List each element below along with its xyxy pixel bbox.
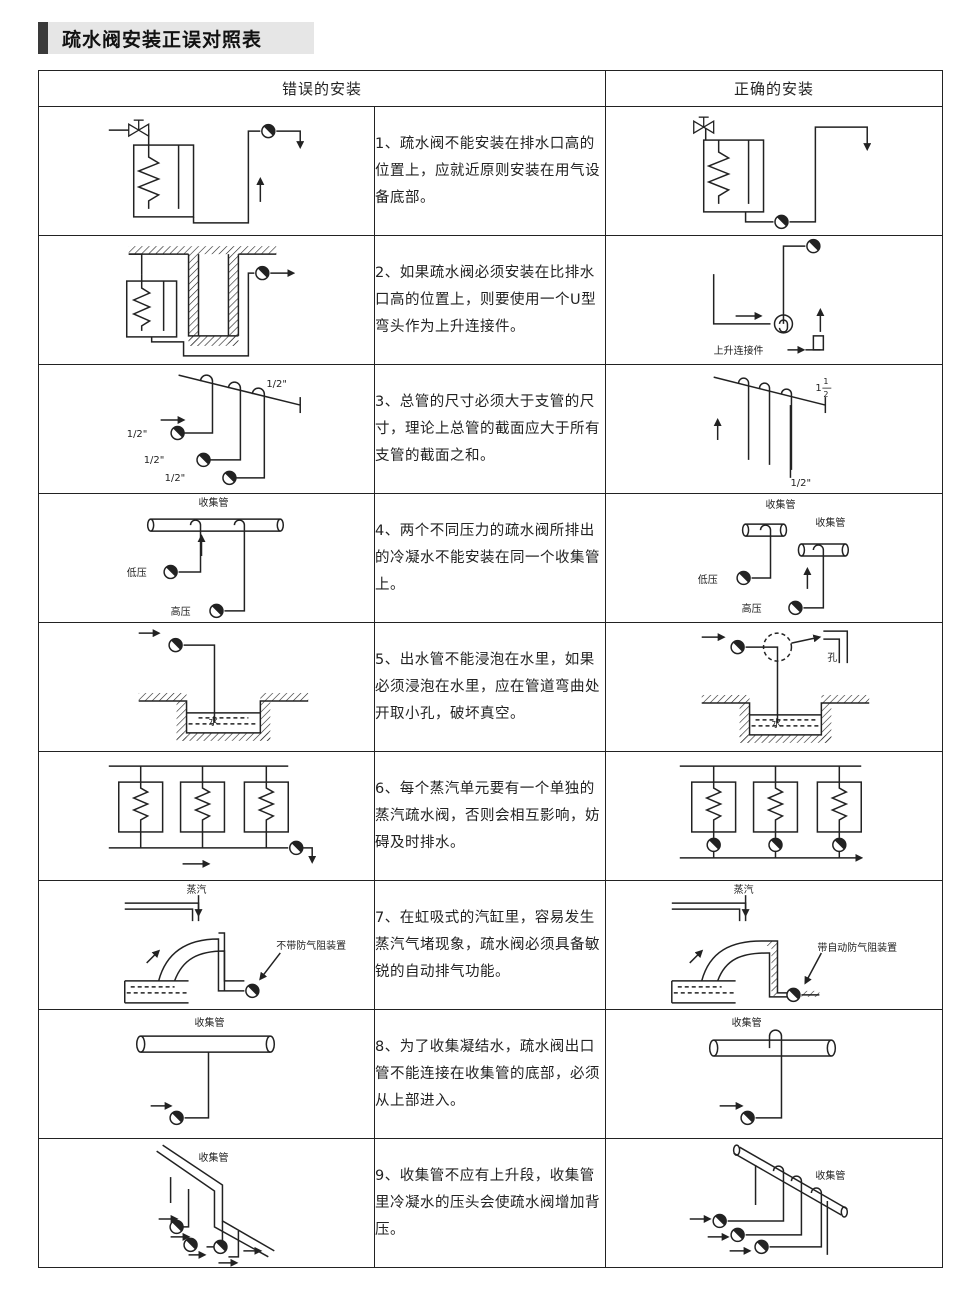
svg-text:1/2": 1/2" bbox=[266, 379, 287, 390]
row-description: 3、总管的尺寸必须大于支管的尺寸，理论上总管的截面应大于所有支管的截面之和。 bbox=[374, 364, 606, 494]
svg-text:1/2": 1/2" bbox=[790, 478, 811, 489]
svg-text:高压: 高压 bbox=[171, 605, 191, 618]
right-diagram-4: 收集管 收集管 低压 高压 bbox=[605, 493, 943, 623]
table-row: 水 5、出水管不能浸泡在水里，如果必须浸泡在水里，应在管道弯曲处开取小孔，破坏真… bbox=[38, 622, 943, 752]
header-wrong: 错误的安装 bbox=[38, 70, 606, 107]
row-description: 5、出水管不能浸泡在水里，如果必须浸泡在水里，应在管道弯曲处开取小孔，破坏真空。 bbox=[374, 622, 606, 752]
table-row: 1、疏水阀不能安装在排水口高的位置上，应就近原则安装在用气设备底部。 bbox=[38, 106, 943, 236]
wrong-diagram-7: 蒸汽 不带防气阻装置 bbox=[38, 880, 375, 1010]
right-diagram-7: 蒸汽 带自动防气阻装置 bbox=[605, 880, 943, 1010]
row-description: 4、两个不同压力的疏水阀所排出的冷凝水不能安装在同一个收集管上。 bbox=[374, 493, 606, 623]
wrong-diagram-8: 收集管 bbox=[38, 1009, 375, 1139]
row-description: 9、收集管不应有上升段，收集管里冷凝水的压头会使疏水阀增加背压。 bbox=[374, 1138, 606, 1268]
table-row: 收集管 9、收集管不应有上升段，收集管里冷凝水的压头会使疏水阀增加背压。 bbox=[38, 1138, 943, 1268]
svg-text:收集管: 收集管 bbox=[199, 496, 229, 509]
wrong-diagram-6 bbox=[38, 751, 375, 881]
header-right: 正确的安装 bbox=[605, 70, 943, 107]
wrong-diagram-5: 水 bbox=[38, 622, 375, 752]
svg-text:收集管: 收集管 bbox=[732, 1016, 762, 1029]
svg-text:收集管: 收集管 bbox=[195, 1016, 225, 1029]
right-diagram-1 bbox=[605, 106, 943, 236]
right-diagram-9: 收集管 bbox=[605, 1138, 943, 1268]
svg-text:1/2": 1/2" bbox=[165, 473, 186, 484]
svg-text:2: 2 bbox=[823, 390, 828, 399]
comparison-table: 错误的安装 正确的安装 1、疏水阀不能安装在排水口高的 bbox=[38, 70, 943, 1268]
row-description: 1、疏水阀不能安装在排水口高的位置上，应就近原则安装在用气设备底部。 bbox=[374, 106, 606, 236]
svg-text:1/2": 1/2" bbox=[144, 455, 165, 466]
title-marker bbox=[38, 22, 48, 54]
wrong-diagram-9: 收集管 bbox=[38, 1138, 375, 1268]
label-riser: 上升连接件 bbox=[714, 344, 764, 357]
wrong-diagram-3: 1/2" 1/2" 1/2" 1/2" bbox=[38, 364, 375, 494]
svg-text:水: 水 bbox=[772, 718, 782, 730]
title-bar: 疏水阀安装正误对照表 bbox=[38, 22, 314, 54]
wrong-diagram-2 bbox=[38, 235, 375, 365]
svg-text:收集管: 收集管 bbox=[815, 516, 845, 529]
svg-text:1/2": 1/2" bbox=[127, 429, 148, 440]
table-row: 6、每个蒸汽单元要有一个单独的蒸汽疏水阀，否则会相互影响，妨碍及时排水。 bbox=[38, 751, 943, 881]
svg-text:带自动防气阻装置: 带自动防气阻装置 bbox=[817, 941, 897, 954]
table-row: 蒸汽 不带防气阻装置 7、在虹吸式的汽缸里，容易发生蒸汽气堵现象，疏水阀必须具备… bbox=[38, 880, 943, 1010]
svg-text:低压: 低压 bbox=[127, 566, 147, 579]
right-diagram-2: 上升连接件 bbox=[605, 235, 943, 365]
row-description: 8、为了收集凝结水，疏水阀出口管不能连接在收集管的底部，必须从上部进入。 bbox=[374, 1009, 606, 1139]
svg-text:收集管: 收集管 bbox=[199, 1151, 229, 1164]
right-diagram-6 bbox=[605, 751, 943, 881]
wrong-diagram-4: 收集管 低压 高压 bbox=[38, 493, 375, 623]
svg-text:不带防气阻装置: 不带防气阻装置 bbox=[276, 939, 346, 952]
right-diagram-5: 水 孔 bbox=[605, 622, 943, 752]
svg-text:收集管: 收集管 bbox=[815, 1169, 845, 1182]
table-row: 2、如果疏水阀必须安装在比排水口高的位置上，则要使用一个U型弯头作为上升连接件。… bbox=[38, 235, 943, 365]
svg-text:1: 1 bbox=[823, 377, 828, 386]
row-description: 6、每个蒸汽单元要有一个单独的蒸汽疏水阀，否则会相互影响，妨碍及时排水。 bbox=[374, 751, 606, 881]
svg-text:1: 1 bbox=[815, 383, 821, 394]
table-row: 收集管 低压 高压 4、两个不同压力的疏水阀所排出的冷凝水不能安装在同一个收集管… bbox=[38, 493, 943, 623]
wrong-diagram-1 bbox=[38, 106, 375, 236]
svg-text:水: 水 bbox=[208, 716, 218, 728]
row-description: 2、如果疏水阀必须安装在比排水口高的位置上，则要使用一个U型弯头作为上升连接件。 bbox=[374, 235, 606, 365]
svg-text:蒸汽: 蒸汽 bbox=[187, 883, 207, 896]
page-title: 疏水阀安装正误对照表 bbox=[62, 28, 263, 51]
table-row: 收集管 8、为了收集凝结水，疏水阀出口管不能连接在收集管的底部，必须从上部进入。… bbox=[38, 1009, 943, 1139]
svg-text:收集管: 收集管 bbox=[766, 498, 796, 511]
row-description: 7、在虹吸式的汽缸里，容易发生蒸汽气堵现象，疏水阀必须具备敏锐的自动排气功能。 bbox=[374, 880, 606, 1010]
svg-text:高压: 高压 bbox=[742, 602, 762, 615]
right-diagram-3: 1 1 2 1/2" bbox=[605, 364, 943, 494]
svg-text:蒸汽: 蒸汽 bbox=[734, 883, 754, 896]
right-diagram-8: 收集管 bbox=[605, 1009, 943, 1139]
svg-text:孔: 孔 bbox=[827, 652, 837, 664]
table-row: 1/2" 1/2" 1/2" 1/2" 3、总管的尺寸必须大于支管的尺寸，理论上… bbox=[38, 364, 943, 494]
svg-text:低压: 低压 bbox=[698, 573, 718, 586]
